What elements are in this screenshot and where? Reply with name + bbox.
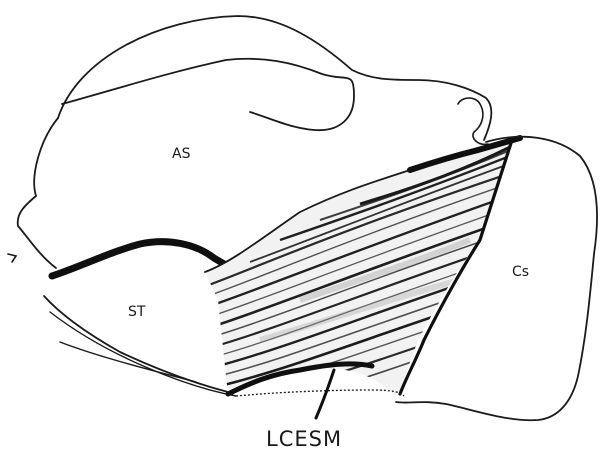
left-edge-outline <box>18 118 58 268</box>
label-st: ST <box>128 304 146 320</box>
lcesm-pointer-line <box>316 370 334 418</box>
as-inner-contour <box>62 59 354 130</box>
label-cs: Cs <box>512 264 529 280</box>
label-lcesm: LCESM <box>266 427 342 450</box>
st-base-line <box>60 342 196 382</box>
left-tick-mark <box>8 254 16 262</box>
label-as: AS <box>172 146 191 162</box>
as-notch <box>458 98 488 144</box>
lcesm-muscle <box>200 130 520 410</box>
base-line <box>236 390 404 396</box>
